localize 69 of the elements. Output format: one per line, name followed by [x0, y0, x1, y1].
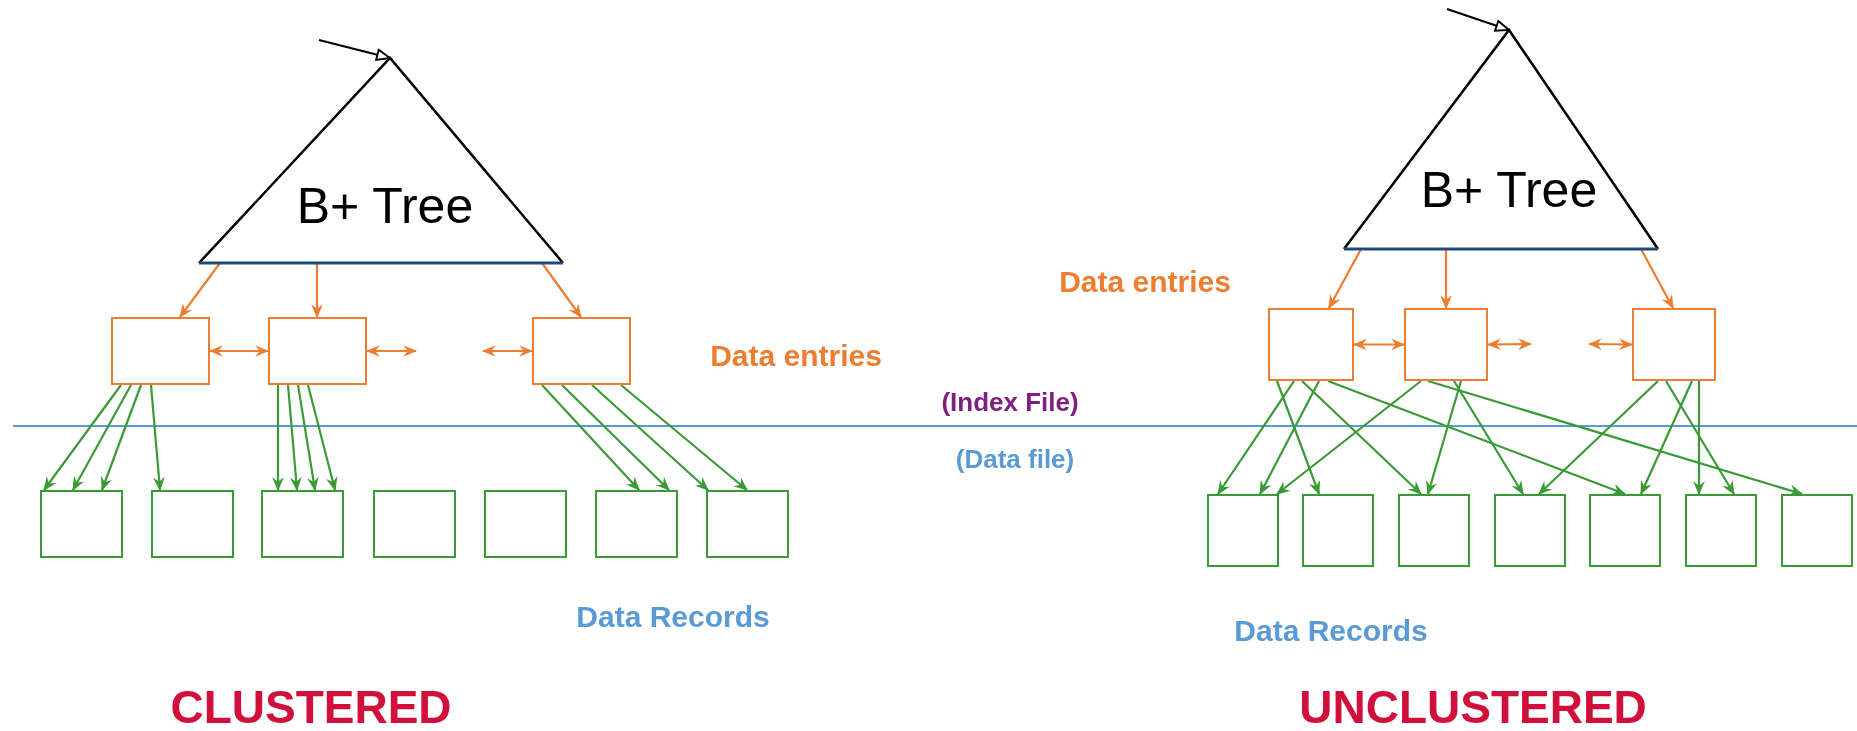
data-entry-box	[532, 317, 631, 385]
double-arrow	[1587, 338, 1634, 351]
section-label: Data entries	[710, 338, 882, 372]
arrow	[561, 384, 670, 491]
arrow	[1275, 380, 1321, 496]
region-label: (Data file)	[955, 444, 1075, 474]
tree-label: B+ Tree	[296, 181, 474, 231]
panel-title: CLUSTERED	[170, 681, 452, 731]
arrow	[1446, 7, 1510, 32]
arrow	[1640, 380, 1693, 496]
panel-title: UNCLUSTERED	[1299, 681, 1647, 731]
arrow	[1427, 379, 1804, 496]
data-record-box	[1685, 494, 1757, 567]
arrow	[1259, 380, 1320, 496]
data-record-box	[1207, 494, 1279, 567]
data-record-box	[706, 490, 789, 558]
data-entry-box	[1404, 308, 1488, 381]
double-arrow	[1486, 338, 1533, 351]
arrow	[72, 384, 132, 491]
tree-label: B+ Tree	[1420, 165, 1598, 215]
arrow	[149, 384, 165, 492]
section-label: Data entries	[1059, 264, 1231, 298]
section-label: Data Records	[576, 599, 770, 633]
arrow	[1276, 380, 1422, 495]
double-arrow	[1352, 338, 1406, 351]
data-entry-box	[1632, 308, 1716, 381]
arrow	[43, 384, 122, 491]
arrow	[1426, 380, 1463, 496]
data-entry-box	[1268, 308, 1354, 381]
data-record-box	[1302, 494, 1374, 567]
data-record-box	[1781, 494, 1853, 567]
data-record-box	[40, 490, 123, 558]
arrow	[1327, 379, 1627, 496]
arrow	[620, 384, 748, 491]
arrow	[318, 38, 391, 61]
arrow	[541, 262, 582, 318]
arrow	[541, 384, 640, 491]
arrow	[1453, 380, 1524, 495]
arrow	[100, 384, 143, 492]
arrow	[1640, 248, 1674, 310]
arrow	[296, 384, 319, 492]
arrow	[1328, 248, 1362, 310]
data-record-box	[151, 490, 234, 558]
arrow	[179, 262, 221, 318]
arrow	[1693, 381, 1705, 496]
section-label: Data Records	[1234, 613, 1428, 647]
data-record-box	[1398, 494, 1470, 567]
arrow	[286, 384, 302, 492]
arrow	[1538, 380, 1659, 495]
arrow	[1301, 380, 1422, 495]
data-record-box	[1589, 494, 1661, 567]
data-record-box	[595, 490, 678, 558]
data-record-box	[484, 490, 567, 558]
data-entry-box	[268, 317, 367, 385]
arrow	[1440, 249, 1452, 310]
data-record-box	[1494, 494, 1566, 567]
arrow	[306, 384, 338, 492]
arrow	[1665, 380, 1735, 495]
data-record-box	[373, 490, 456, 558]
arrow	[272, 385, 284, 492]
double-arrow	[365, 345, 418, 357]
arrow	[1217, 380, 1295, 495]
double-arrow	[481, 345, 534, 357]
data-entry-box	[111, 317, 210, 385]
region-label: (Index File)	[941, 387, 1079, 417]
double-arrow	[208, 345, 270, 357]
data-record-box	[261, 490, 344, 558]
arrow	[591, 384, 709, 491]
arrow	[311, 263, 323, 319]
